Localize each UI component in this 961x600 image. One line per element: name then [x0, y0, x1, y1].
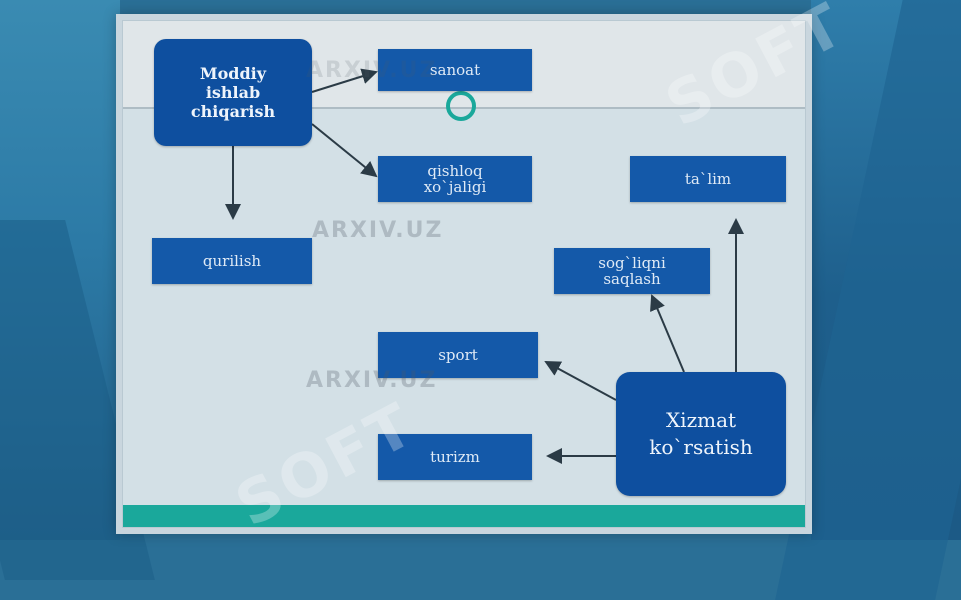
diagram-arrows — [225, 68, 744, 464]
arrow-to-sanoat — [311, 68, 378, 93]
arrow-to-soglik — [650, 294, 685, 373]
slide-footer-band — [123, 505, 805, 527]
node-talim: ta`lim — [630, 156, 786, 202]
node-qishloq-xojaligi: qishloq xo`jaligi — [378, 156, 532, 202]
node-sanoat: sanoat — [378, 49, 532, 91]
node-sport: sport — [378, 332, 538, 378]
watermark-arxiv: ARXIV.UZ — [312, 218, 444, 243]
node-turizm: turizm — [378, 434, 532, 480]
watermark-arxiv: ARXIV.UZ — [306, 58, 438, 83]
arrow-to-sport — [544, 361, 617, 401]
arrow-to-qishloq — [311, 123, 378, 178]
ring-icon — [446, 91, 476, 121]
watermark-arxiv: ARXIV.UZ — [306, 368, 438, 393]
node-qurilish: qurilish — [152, 238, 312, 284]
node-xizmat-korsatish: Xizmat ko`rsatish — [616, 372, 786, 496]
node-sogliqni-saqlash: sog`liqni saqlash — [554, 248, 710, 294]
node-moddiy-ishlab-chiqarish: Moddiy ishlab chiqarish — [154, 39, 312, 146]
